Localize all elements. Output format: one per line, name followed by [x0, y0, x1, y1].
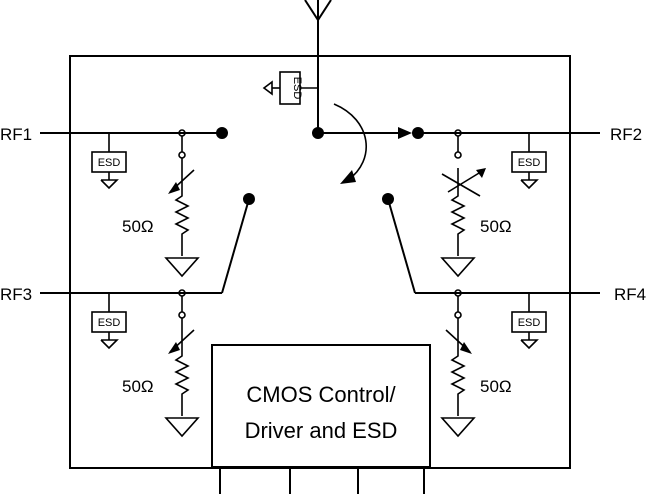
control-block-line2: Driver and ESD — [245, 418, 398, 443]
esd-label-rf2: ESD — [518, 157, 541, 169]
rf2-port-label: RF2 — [610, 125, 642, 144]
rotation-arrow-icon — [333, 103, 367, 181]
esd-label-antenna: ESD — [291, 77, 303, 100]
rf3-resistor-label: 50Ω — [122, 377, 154, 396]
esd-label-rf4: ESD — [518, 317, 541, 329]
rf2-resistor-label: 50Ω — [480, 217, 512, 236]
switch-arrow-icon — [398, 127, 412, 139]
esd-label-rf1: ESD — [98, 157, 121, 169]
antenna-icon — [304, 0, 332, 133]
rf4-resistor-label: 50Ω — [480, 377, 512, 396]
antenna-esd: ESD — [262, 71, 318, 105]
esd-label-rf3: ESD — [98, 317, 121, 329]
rf2-branch: ESD — [418, 129, 600, 278]
cmos-control-block: CMOS Control/ Driver and ESD — [211, 344, 431, 494]
ground-icon-rf1 — [164, 257, 200, 278]
ground-icon-rf2 — [440, 257, 476, 278]
ground-icon-rf3 — [164, 417, 200, 438]
ground-icon-rf4 — [440, 417, 476, 438]
control-block-line1: CMOS Control/ — [246, 382, 396, 407]
rf4-branch: ESD — [387, 198, 600, 438]
rf1-resistor-label: 50Ω — [122, 217, 154, 236]
rf1-branch: ESD — [40, 129, 222, 278]
rf3-branch: ESD — [40, 198, 250, 438]
rf3-port-label: RF3 — [0, 285, 32, 304]
rf1-port-label: RF1 — [0, 125, 32, 144]
rf4-port-label: RF4 — [614, 285, 646, 304]
